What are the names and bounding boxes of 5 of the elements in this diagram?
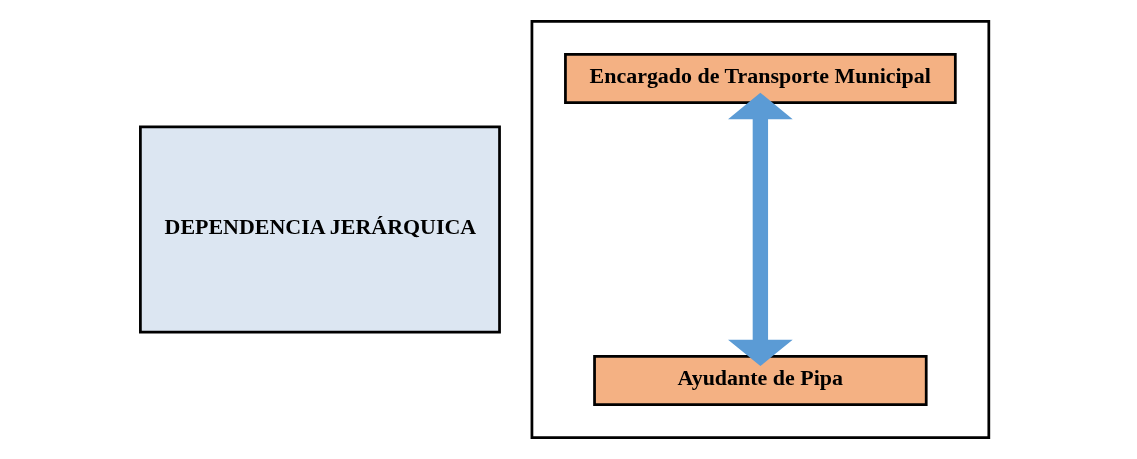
node-box: DEPENDENCIA JERÁRQUICA bbox=[138, 125, 501, 334]
cluster bbox=[530, 20, 990, 439]
node-box: Ayudante de Pipa bbox=[592, 354, 928, 407]
arrow bbox=[727, 92, 793, 367]
node-box: Encargado de Transporte Municipal bbox=[563, 52, 957, 105]
